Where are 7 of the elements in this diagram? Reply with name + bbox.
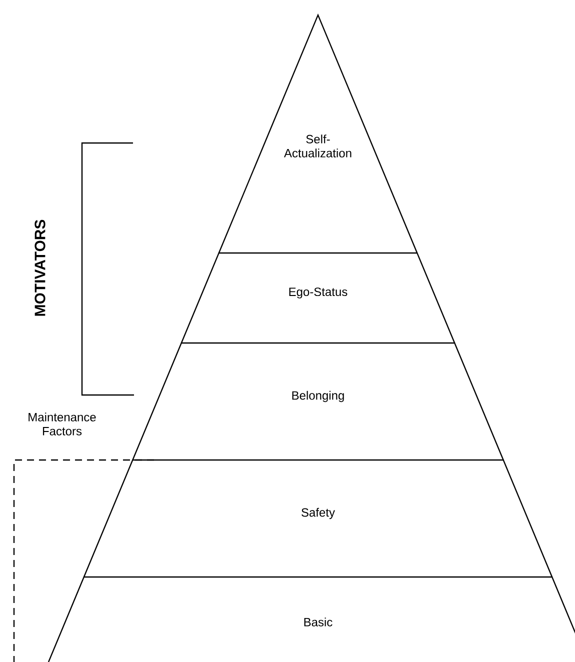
pyramid-layer: Ego-Status [180,252,456,344]
pyramid-layer: Safety [83,459,553,578]
pyramid-layer: Basic [48,576,575,662]
pyramid-layer: Self-Actualization [218,13,418,254]
pyramid-layer: Belonging [132,342,504,460]
side-label: Maintenance Factors [28,412,96,436]
rotated-label: MOTIVATORS [34,220,46,316]
